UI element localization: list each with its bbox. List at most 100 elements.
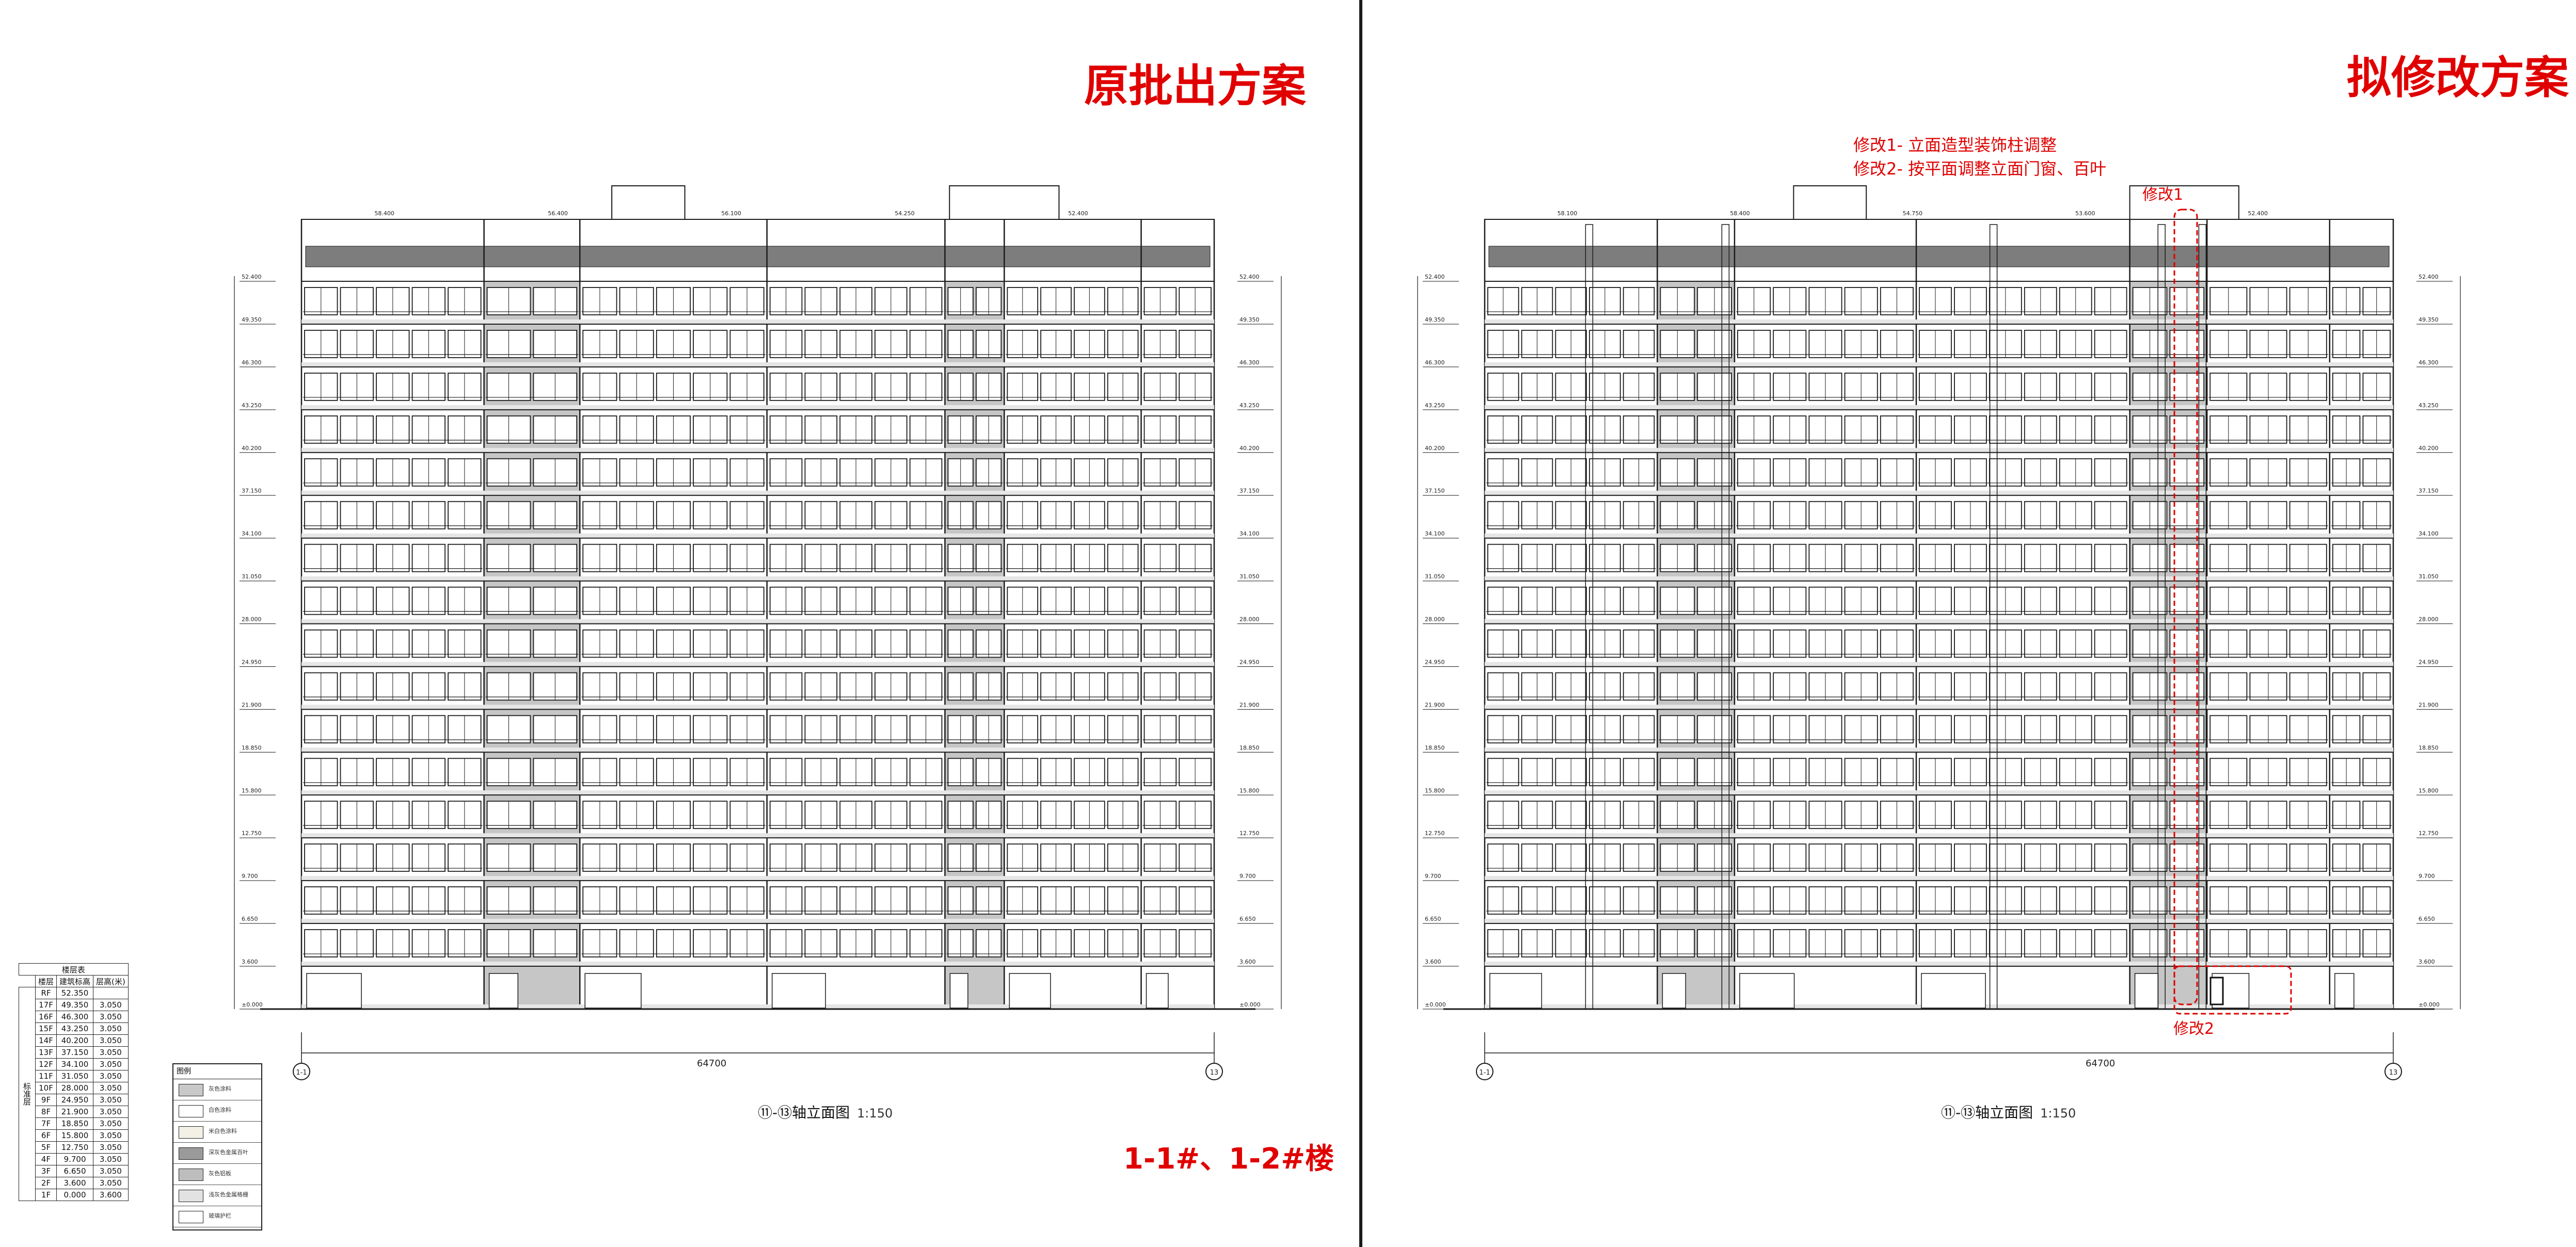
elevation-cell: 9.700: [56, 1153, 94, 1165]
floor-cell: RF: [35, 987, 57, 999]
slab-band: [301, 919, 1214, 924]
level-marker-label: 12.750: [242, 830, 262, 837]
level-marker-label: 52.400: [242, 274, 262, 280]
ground-door: [1921, 973, 1986, 1009]
left-caption-text: ⑪-⑬轴立面图: [758, 1104, 850, 1121]
level-marker-label: 21.900: [2419, 701, 2439, 708]
ground-door: [949, 973, 968, 1009]
elevation-cell: 52.350: [56, 987, 94, 999]
legend-swatch: [179, 1211, 203, 1223]
roof-level-label: 52.400: [1068, 210, 1088, 217]
left-panel-building-label: 1-1#、1-2#楼: [1123, 1142, 1334, 1176]
modified-door: [2209, 977, 2224, 1005]
level-marker-label: 43.250: [1239, 402, 1260, 409]
legend-swatch: [179, 1084, 203, 1096]
elevation-cell: 31.050: [56, 1070, 94, 1082]
level-marker-label: 28.000: [242, 616, 262, 623]
modification-markups: [2173, 209, 2292, 1015]
level-marker-label: 21.900: [1425, 701, 1445, 708]
slab-band: [301, 662, 1214, 667]
level-marker-label: 31.050: [2419, 573, 2439, 580]
level-marker-label: 12.750: [1239, 830, 1260, 837]
roof-tower: [2129, 185, 2239, 220]
legend-label: 浅灰色金属格栅: [209, 1191, 248, 1198]
height-cell: 3.050: [93, 1070, 129, 1082]
level-marker-label: 3.600: [1239, 958, 1256, 965]
level-marker-label: ±0.000: [242, 1001, 263, 1008]
elevation-cell: 3.600: [56, 1177, 94, 1189]
slab-band: [301, 447, 1214, 453]
legend-item: 玻璃护栏: [173, 1206, 261, 1227]
level-marker-label: 24.950: [2419, 659, 2439, 665]
elevation-cell: 24.950: [56, 1094, 94, 1106]
legend-item: 米白色涂料: [173, 1122, 261, 1143]
slab-band: [301, 533, 1214, 538]
slab-band: [1485, 705, 2393, 710]
level-marker-label: 28.000: [2419, 616, 2439, 623]
legend-label: 米白色涂料: [209, 1128, 237, 1134]
level-marker-label: 46.300: [242, 359, 262, 366]
level-marker-label: 6.650: [2419, 916, 2435, 922]
height-cell: 3.050: [93, 1165, 129, 1177]
modification-note-2: 修改2- 按平面调整立面门窗、百叶: [1853, 159, 2107, 179]
level-marker-label: ±0.000: [1425, 1001, 1446, 1008]
level-marker-label: 34.100: [242, 531, 262, 537]
height-cell: 3.050: [93, 1034, 129, 1047]
roof-tower: [1793, 185, 1867, 220]
legend-item: 白色涂料: [173, 1100, 261, 1122]
legend-label: 玻璃护栏: [209, 1212, 231, 1219]
slab-band: [1485, 447, 2393, 453]
level-marker-label: 49.350: [1425, 316, 1445, 323]
legend-swatch: [179, 1105, 203, 1117]
floor-cell: 10F: [35, 1082, 57, 1094]
level-marker-label: 34.100: [1239, 531, 1260, 537]
ground-door: [1009, 973, 1051, 1009]
level-marker-label: 31.050: [242, 573, 262, 580]
slab-band: [1485, 962, 2393, 967]
right-caption-scale: 1:150: [2040, 1106, 2076, 1121]
level-marker-label: 40.200: [1425, 445, 1445, 452]
floor-cell: 13F: [35, 1046, 57, 1059]
height-cell: 3.050: [93, 999, 129, 1011]
level-marker-label: 43.250: [2419, 402, 2439, 409]
ground-door: [2334, 973, 2355, 1009]
level-marker-label: 6.650: [242, 916, 258, 922]
slab-band: [1485, 662, 2393, 667]
level-marker-label: 24.950: [242, 659, 262, 665]
level-marker-label: 34.100: [1425, 531, 1445, 537]
floor-table-title-row: 楼层表: [19, 963, 129, 976]
slab-band: [1485, 533, 2393, 538]
right-panel-title: 拟修改方案: [2347, 52, 2569, 104]
revision-cloud-2: [2173, 965, 2292, 1015]
axis-bubble-start: [293, 1063, 310, 1080]
floor-table-header-row: 楼层 建筑标高 层高(米): [19, 975, 129, 987]
level-marker-label: 49.350: [242, 316, 262, 323]
floor-cell: 4F: [35, 1153, 57, 1165]
floor-cell: 15F: [35, 1022, 57, 1035]
material-legend: 图例 灰色涂料白色涂料米白色涂料深灰色金属百叶灰色铝板浅灰色金属格栅玻璃护栏: [172, 1063, 262, 1230]
level-marker-label: 46.300: [1239, 359, 1260, 366]
roof-tower: [611, 185, 686, 220]
level-marker-label: ±0.000: [2419, 1001, 2440, 1008]
level-marker-label: 15.800: [1239, 787, 1260, 794]
roof-louver-band: [305, 246, 1211, 267]
floor-cell: 8F: [35, 1106, 57, 1118]
ground-door: [584, 973, 642, 1009]
slab-band: [301, 1004, 1214, 1009]
slab-band: [301, 833, 1214, 838]
slab-band: [1485, 619, 2393, 624]
roof-level-label: 56.400: [548, 210, 568, 217]
floor-cell: 12F: [35, 1058, 57, 1070]
